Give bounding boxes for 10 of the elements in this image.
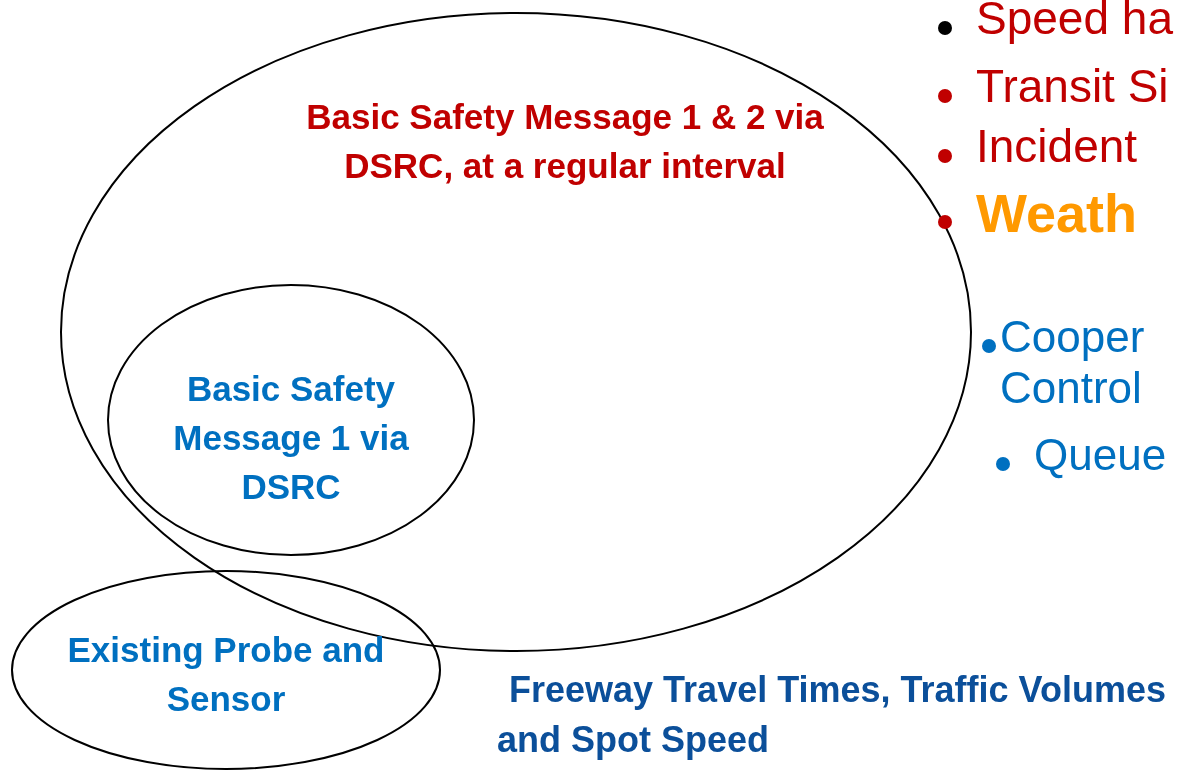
bullet-text: Transit Si	[976, 60, 1169, 113]
bullet-text: Cooper Control	[1000, 312, 1146, 414]
bullet-text: Queue	[1034, 430, 1167, 481]
ellipse-label: Existing Probe and Sensor	[66, 629, 386, 720]
bullet-text: Speed ha	[976, 0, 1173, 45]
ellipse-label: Basic Safety Message 1 via DSRC	[172, 368, 410, 508]
caption-text: Freeway Travel Times, Traffic Volumes and Spot Speed	[497, 668, 1167, 763]
bullet-text: Incident	[976, 120, 1138, 173]
ellipse-label: Basic Safety Message 1 & 2 via DSRC, at a regular interval	[305, 96, 825, 187]
bullet-text: Weath	[976, 182, 1138, 245]
